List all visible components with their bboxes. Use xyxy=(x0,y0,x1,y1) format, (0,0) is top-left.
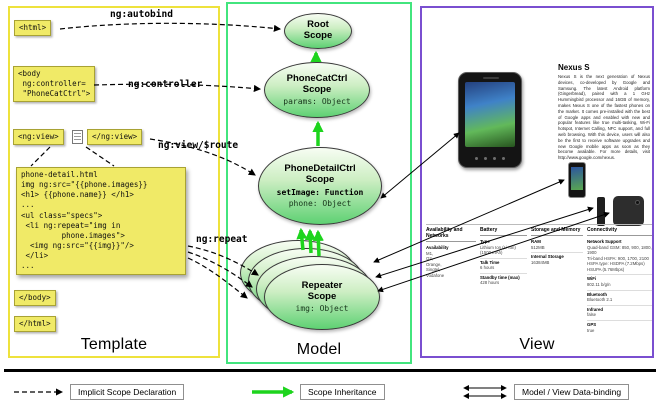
view-panel-title: View xyxy=(519,336,555,353)
partial-doc-icon xyxy=(72,130,83,144)
label-ng-autobind: ng:autobind xyxy=(110,9,173,20)
spec-col-connectivity: Connectivity Network Support Quad-band G… xyxy=(587,227,652,333)
spec-value: 512MB xyxy=(531,244,545,250)
phonecatctrl-scope-ellipse: PhoneCatCtrl Scope params: Object xyxy=(264,62,370,118)
spec-value: Lithium Ion (Li-Ion) (1500 mAh) xyxy=(480,244,516,256)
phone-button-dot xyxy=(484,157,487,160)
thumbnail-camera-dot xyxy=(635,200,640,205)
phone-photo xyxy=(458,72,522,168)
root-scope-ellipse: Root Scope xyxy=(284,13,352,49)
phone-screen xyxy=(465,82,515,147)
spec-value: 16384MB xyxy=(531,259,550,265)
model-panel-title: Model xyxy=(296,341,342,358)
repeater-scope-name: Repeater Scope xyxy=(301,279,343,302)
label-ng-repeat: ng:repeat xyxy=(196,234,248,245)
spec-header: Connectivity xyxy=(587,227,652,236)
code-html-close: </html> xyxy=(14,316,56,333)
spec-col-battery: Battery Type Lithium Ion (Li-Ion) (1500 … xyxy=(480,227,527,333)
repeater-scope-prop: img: Object xyxy=(295,304,349,314)
spec-value: M1, O2, Orange, Singtel, Vodafone xyxy=(426,250,445,278)
label-ng-controller: ng:controller xyxy=(128,79,203,90)
code-html-open: <html> xyxy=(14,20,52,37)
thumbnail-screen xyxy=(571,167,583,190)
spec-value: 6 hours xyxy=(480,265,495,271)
spec-value: Quad-band GSM: 850, 900, 1800, 1900 Tri-… xyxy=(587,244,652,272)
root-scope-name: Root Scope xyxy=(303,19,333,41)
phonedetailctrl-scope-prop-phone: phone: Object xyxy=(288,198,352,208)
phone-button-dot xyxy=(502,157,505,160)
spec-value: false xyxy=(587,312,597,318)
phonecatctrl-scope-prop: params: Object xyxy=(283,97,351,107)
spec-col-availability: Availability and Networks Availability M… xyxy=(426,227,476,333)
phonedetailctrl-scope-ellipse: PhoneDetailCtrl Scope setImage: Function… xyxy=(258,147,382,225)
code-partial: phone-detail.html img ng:src="{{phone.im… xyxy=(16,167,186,275)
spec-label: Type xyxy=(480,239,490,244)
phonedetailctrl-scope-prop-setimage: setImage: Function xyxy=(276,187,364,197)
thumbnail-phone-front xyxy=(568,162,586,198)
product-name: Nexus S xyxy=(558,63,590,72)
spec-label: Infrared xyxy=(587,304,652,313)
doc-icon-line xyxy=(74,139,81,140)
legend-databinding-label: Model / View Data-binding xyxy=(514,384,630,400)
spec-value: Bluetooth 2.1 xyxy=(587,297,613,303)
phonedetailctrl-scope-name: PhoneDetailCtrl Scope xyxy=(284,163,356,185)
code-ngview-close: </ng:view> xyxy=(87,129,143,146)
spec-label: Network Support xyxy=(587,239,622,244)
spec-value: 802.11 b/g/n xyxy=(587,282,611,288)
legend-inheritance-label: Scope Inheritance xyxy=(300,384,385,400)
repeater-scope-ellipse: Repeater Scope img: Object xyxy=(264,264,380,330)
spec-header: Storage and Memory xyxy=(531,227,583,236)
spec-label: Bluetooth xyxy=(587,289,652,298)
spec-label: WiFi xyxy=(587,274,652,282)
code-ngview-open: <ng:view> xyxy=(13,129,64,146)
spec-header: Battery xyxy=(480,227,527,236)
spec-label: Availability xyxy=(426,245,449,250)
spec-value: true xyxy=(587,327,595,333)
template-panel-title: Template xyxy=(80,336,148,353)
spec-label: RAM xyxy=(531,239,541,244)
code-body-close: </body> xyxy=(14,290,56,307)
doc-icon-line xyxy=(74,133,81,134)
phone-button-dot xyxy=(493,157,496,160)
template-panel xyxy=(8,6,220,358)
product-description: Nexus S is the next generation of Nexus … xyxy=(558,74,650,161)
spec-label: Talk Time xyxy=(480,257,527,266)
legend-separator xyxy=(4,369,656,372)
label-ng-view-route: ng:view/$route xyxy=(158,140,239,151)
specs-table: Availability and Networks Availability M… xyxy=(426,224,652,333)
spec-label: GPS xyxy=(587,319,652,328)
phonecatctrl-scope-name: PhoneCatCtrl Scope xyxy=(286,72,348,95)
code-body-open: <body ng:controller= "PhoneCatCtrl"> xyxy=(13,66,96,103)
spec-col-storage: Storage and Memory RAM 512MB Internal St… xyxy=(531,227,583,333)
legend-implicit-label: Implicit Scope Declaration xyxy=(70,384,185,400)
phone-buttons-row xyxy=(459,157,521,160)
phone-speaker xyxy=(483,77,499,79)
doc-icon-line xyxy=(74,136,81,137)
spec-label: Internal Storage xyxy=(531,252,583,260)
spec-value: 428 hours xyxy=(480,280,500,286)
thumbnail-phone-side xyxy=(597,197,605,226)
spec-label: Standby time (max) xyxy=(480,272,527,281)
thumbnail-phone-back xyxy=(613,196,644,226)
spec-header: Availability and Networks xyxy=(426,227,476,242)
phone-button-dot xyxy=(475,157,478,160)
